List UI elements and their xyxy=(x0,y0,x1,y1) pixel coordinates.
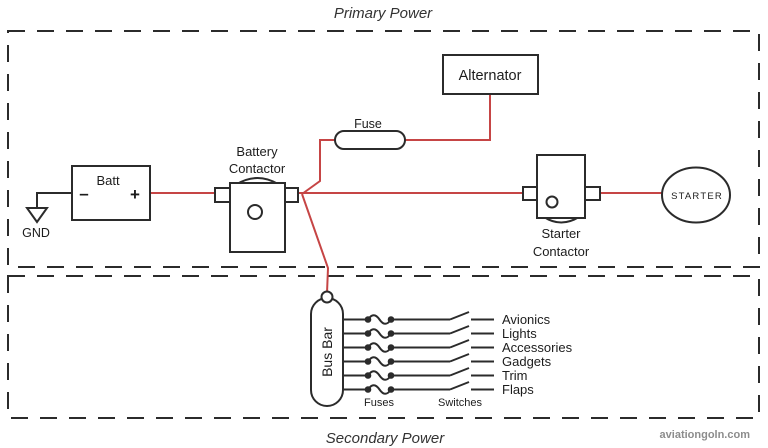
fuse-element-icon xyxy=(367,384,392,395)
battery-contactor-label-line1: Battery xyxy=(236,144,278,159)
wire-fuse-to-alternator xyxy=(404,94,491,141)
switch-blade-icon xyxy=(449,367,470,377)
battery-contactor-label-line2: Contactor xyxy=(229,161,286,176)
battery-box xyxy=(71,165,151,221)
circuit-row: Gadgets xyxy=(343,353,552,369)
switch-blade-icon xyxy=(449,339,470,349)
battery-contactor-post-icon xyxy=(247,204,263,220)
switch-blade-icon xyxy=(449,325,470,335)
starter-label: STARTER xyxy=(671,191,723,202)
fuse-dot xyxy=(364,330,372,337)
fuse-dot xyxy=(387,386,395,393)
circuit-label: Accessories xyxy=(502,340,573,355)
circuit-rows: AvionicsLightsAccessoriesGadgetsTrimFlap… xyxy=(343,311,573,397)
switch-blade-icon xyxy=(449,353,470,363)
switches-annotation: Switches xyxy=(438,397,483,409)
circuit-label: Trim xyxy=(502,368,528,383)
watermark: aviationgoln.com xyxy=(660,429,751,441)
fuse-dot xyxy=(364,372,372,379)
battery-plus-terminal: + xyxy=(130,185,140,204)
starter-contactor-label-line2: Contactor xyxy=(533,244,590,259)
primary-power-title: Primary Power xyxy=(334,5,433,22)
starter-contactor-left-terminal xyxy=(522,186,539,201)
circuit-label: Flaps xyxy=(502,382,534,397)
fuse-dot xyxy=(364,386,372,393)
fuse-element-icon xyxy=(367,370,392,381)
starter-motor: STARTER xyxy=(661,166,731,224)
fuse-element-icon xyxy=(367,356,392,367)
bus-bar: Bus Bar xyxy=(310,290,344,407)
fuse-label: Fuse xyxy=(354,117,382,131)
bus-bar-label: Bus Bar xyxy=(319,327,335,377)
fuse-element-icon xyxy=(367,342,392,353)
battery-label: Batt xyxy=(96,173,120,188)
circuit-row: Avionics xyxy=(343,311,551,327)
secondary-power-border xyxy=(7,275,760,419)
fuses-annotation: Fuses xyxy=(364,397,394,409)
fuse-dot xyxy=(364,358,372,365)
fuse-dot xyxy=(387,344,395,351)
fuse-dot xyxy=(364,316,372,323)
battery-contactor-left-terminal xyxy=(214,187,232,203)
fuse-dot xyxy=(387,358,395,365)
ground-wire xyxy=(36,192,72,208)
alternator: Alternator xyxy=(442,54,539,95)
starter-contactor: Starter Contactor xyxy=(522,154,601,259)
wire-junction-to-bus-bar xyxy=(301,193,330,294)
fuse-dot xyxy=(364,344,372,351)
starter-contactor-label-line1: Starter xyxy=(541,226,581,241)
ground-symbol: GND xyxy=(22,192,72,240)
fuse-body xyxy=(334,130,406,150)
alternator-label: Alternator xyxy=(459,68,522,84)
fuse-element-icon xyxy=(367,314,392,325)
circuit-row: Accessories xyxy=(343,339,573,355)
battery-contactor-right-terminal xyxy=(283,187,299,203)
circuit-label: Avionics xyxy=(502,312,551,327)
starter-circle xyxy=(661,166,731,224)
circuit-row: Trim xyxy=(343,367,528,383)
circuit-label: Gadgets xyxy=(502,354,552,369)
switch-blade-icon xyxy=(449,311,470,321)
battery-contactor: Battery Contactor xyxy=(214,144,299,253)
starter-contactor-box xyxy=(536,154,586,219)
fuse-element-icon xyxy=(367,328,392,339)
fuse-dot xyxy=(387,372,395,379)
circuit-label: Lights xyxy=(502,326,537,341)
wire-junction-to-fuse xyxy=(301,139,336,195)
fuse-dot xyxy=(387,330,395,337)
secondary-power-title: Secondary Power xyxy=(326,430,445,447)
fuse-dot xyxy=(387,316,395,323)
starter-contactor-right-terminal xyxy=(583,186,601,201)
red-wires xyxy=(150,94,663,294)
switch-blade-icon xyxy=(449,381,470,391)
circuit-row: Lights xyxy=(343,325,537,341)
battery-minus-terminal: – xyxy=(79,184,88,203)
main-fuse: Fuse xyxy=(334,117,406,150)
bus-bar-feed-post xyxy=(320,290,334,304)
ground-triangle-icon xyxy=(25,207,49,224)
primary-power-border xyxy=(7,30,760,268)
starter-contactor-post-icon xyxy=(545,195,559,209)
ground-label: GND xyxy=(22,226,50,240)
alternator-box xyxy=(442,54,539,95)
circuit-row: Flaps xyxy=(343,381,534,397)
battery: Batt – + xyxy=(71,165,151,221)
